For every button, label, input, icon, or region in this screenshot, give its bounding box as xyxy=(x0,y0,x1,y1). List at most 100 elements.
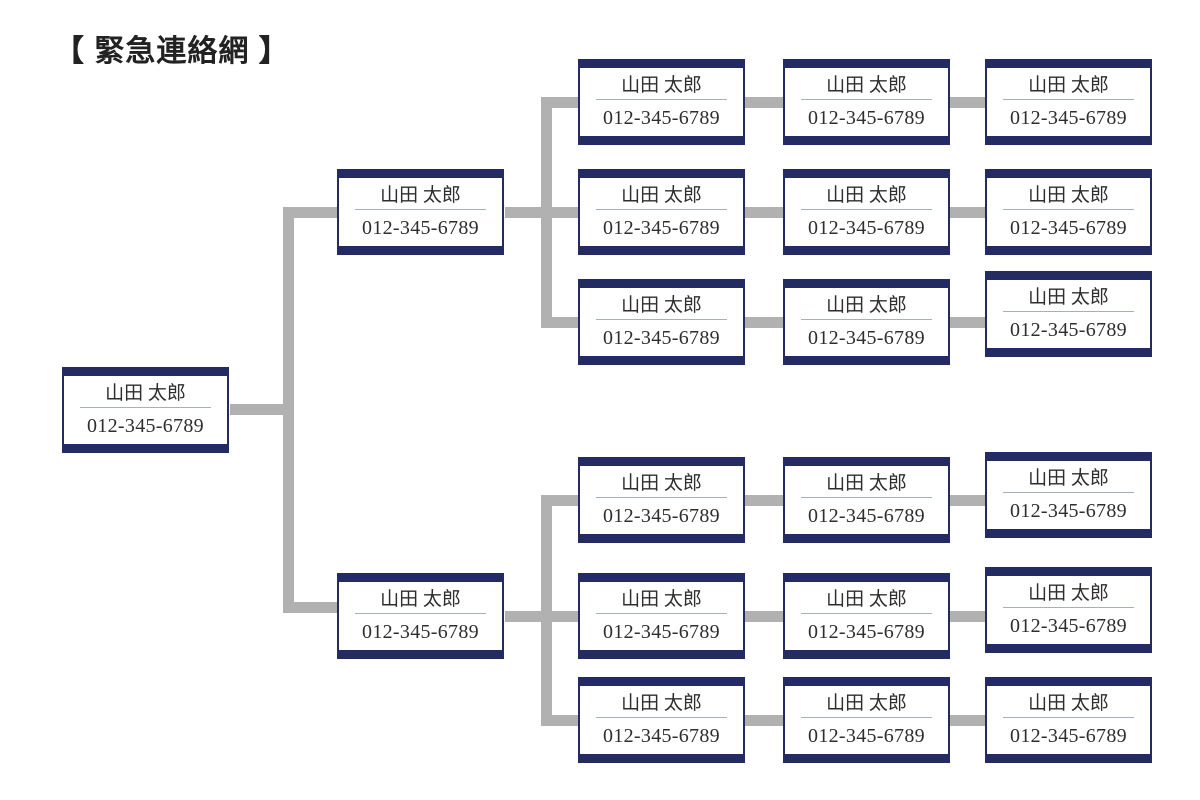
connector-to-leader-bottom xyxy=(283,602,337,613)
contact-phone: 012-345-6789 xyxy=(808,216,925,239)
contact-name: 山田 太郎 xyxy=(621,473,702,495)
name-phone-divider xyxy=(596,319,727,321)
contact-phone: 012-345-6789 xyxy=(87,414,204,437)
name-phone-divider xyxy=(1003,492,1134,494)
connector-root-trunk xyxy=(230,404,294,415)
contact-name: 山田 太郎 xyxy=(621,693,702,715)
connector-row4-link1 xyxy=(745,495,783,506)
name-phone-divider xyxy=(596,99,727,101)
contact-card: 山田 太郎 012-345-6789 xyxy=(783,169,950,255)
contact-phone: 012-345-6789 xyxy=(362,620,479,643)
contact-name: 山田 太郎 xyxy=(621,185,702,207)
contact-phone: 012-345-6789 xyxy=(1010,499,1127,522)
contact-phone: 012-345-6789 xyxy=(1010,724,1127,747)
contact-card: 山田 太郎 012-345-6789 xyxy=(578,59,745,145)
connector-row4-stub xyxy=(541,495,578,506)
contact-phone: 012-345-6789 xyxy=(362,216,479,239)
contact-card: 山田 太郎 012-345-6789 xyxy=(783,573,950,659)
contact-phone: 012-345-6789 xyxy=(1010,216,1127,239)
contact-phone: 012-345-6789 xyxy=(603,216,720,239)
contact-phone: 012-345-6789 xyxy=(808,724,925,747)
name-phone-divider xyxy=(1003,717,1134,719)
contact-name: 山田 太郎 xyxy=(1028,468,1109,490)
contact-card: 山田 太郎 012-345-6789 xyxy=(783,59,950,145)
contact-name: 山田 太郎 xyxy=(621,75,702,97)
name-phone-divider xyxy=(1003,311,1134,313)
contact-card: 山田 太郎 012-345-6789 xyxy=(783,457,950,543)
contact-name: 山田 太郎 xyxy=(826,75,907,97)
contact-phone: 012-345-6789 xyxy=(1010,318,1127,341)
contact-card: 山田 太郎 012-345-6789 xyxy=(985,169,1152,255)
name-phone-divider xyxy=(596,497,727,499)
contact-name: 山田 太郎 xyxy=(1028,287,1109,309)
contact-name: 山田 太郎 xyxy=(1028,693,1109,715)
name-phone-divider xyxy=(80,407,211,409)
contact-card: 山田 太郎 012-345-6789 xyxy=(985,271,1152,357)
contact-card: 山田 太郎 012-345-6789 xyxy=(578,677,745,763)
contact-name: 山田 太郎 xyxy=(380,185,461,207)
contact-name: 山田 太郎 xyxy=(621,295,702,317)
contact-card: 山田 太郎 012-345-6789 xyxy=(578,169,745,255)
name-phone-divider xyxy=(801,99,932,101)
connector-branch-top-vertical xyxy=(541,97,552,328)
name-phone-divider xyxy=(801,717,932,719)
contact-card: 山田 太郎 012-345-6789 xyxy=(783,279,950,365)
name-phone-divider xyxy=(801,209,932,211)
connector-row6-stub xyxy=(541,715,578,726)
connector-row1-link1 xyxy=(745,97,783,108)
contact-phone: 012-345-6789 xyxy=(808,106,925,129)
contact-phone: 012-345-6789 xyxy=(1010,614,1127,637)
connector-row6-link1 xyxy=(745,715,783,726)
contact-card: 山田 太郎 012-345-6789 xyxy=(985,59,1152,145)
diagram-title: 【 緊急連絡網 】 xyxy=(54,35,290,68)
name-phone-divider xyxy=(1003,209,1134,211)
connector-row3-link2 xyxy=(950,317,986,328)
contact-card: 山田 太郎 012-345-6789 xyxy=(985,452,1152,538)
connector-row5-link2 xyxy=(950,611,986,622)
contact-card: 山田 太郎 012-345-6789 xyxy=(578,279,745,365)
contact-name: 山田 太郎 xyxy=(826,473,907,495)
connector-branch-bottom-vertical xyxy=(541,495,552,726)
connector-row3-stub xyxy=(541,317,578,328)
contact-phone: 012-345-6789 xyxy=(603,106,720,129)
connector-row5-link1 xyxy=(745,611,783,622)
contact-card: 山田 太郎 012-345-6789 xyxy=(578,573,745,659)
contact-name: 山田 太郎 xyxy=(826,693,907,715)
contact-name: 山田 太郎 xyxy=(1028,583,1109,605)
contact-card: 山田 太郎 012-345-6789 xyxy=(783,677,950,763)
contact-phone: 012-345-6789 xyxy=(808,326,925,349)
contact-name: 山田 太郎 xyxy=(380,589,461,611)
connector-to-leader-top xyxy=(283,207,337,218)
connector-row4-link2 xyxy=(950,495,986,506)
name-phone-divider xyxy=(596,209,727,211)
connector-row2-link2 xyxy=(950,207,986,218)
contact-phone: 012-345-6789 xyxy=(808,504,925,527)
contact-card-root: 山田 太郎 012-345-6789 xyxy=(62,367,229,453)
contact-phone: 012-345-6789 xyxy=(603,620,720,643)
contact-phone: 012-345-6789 xyxy=(1010,106,1127,129)
name-phone-divider xyxy=(801,613,932,615)
connector-row3-link1 xyxy=(745,317,783,328)
contact-phone: 012-345-6789 xyxy=(603,504,720,527)
connector-row2-link1 xyxy=(745,207,783,218)
contact-name: 山田 太郎 xyxy=(1028,75,1109,97)
contact-name: 山田 太郎 xyxy=(826,589,907,611)
contact-name: 山田 太郎 xyxy=(826,295,907,317)
contact-card-leader-bottom: 山田 太郎 012-345-6789 xyxy=(337,573,504,659)
contact-card: 山田 太郎 012-345-6789 xyxy=(985,677,1152,763)
name-phone-divider xyxy=(801,497,932,499)
contact-phone: 012-345-6789 xyxy=(808,620,925,643)
contact-name: 山田 太郎 xyxy=(826,185,907,207)
connector-row6-link2 xyxy=(950,715,986,726)
name-phone-divider xyxy=(801,319,932,321)
name-phone-divider xyxy=(355,209,486,211)
name-phone-divider xyxy=(1003,607,1134,609)
name-phone-divider xyxy=(596,613,727,615)
contact-name: 山田 太郎 xyxy=(621,589,702,611)
contact-phone: 012-345-6789 xyxy=(603,326,720,349)
name-phone-divider xyxy=(596,717,727,719)
contact-name: 山田 太郎 xyxy=(1028,185,1109,207)
contact-name: 山田 太郎 xyxy=(105,383,186,405)
contact-card: 山田 太郎 012-345-6789 xyxy=(578,457,745,543)
